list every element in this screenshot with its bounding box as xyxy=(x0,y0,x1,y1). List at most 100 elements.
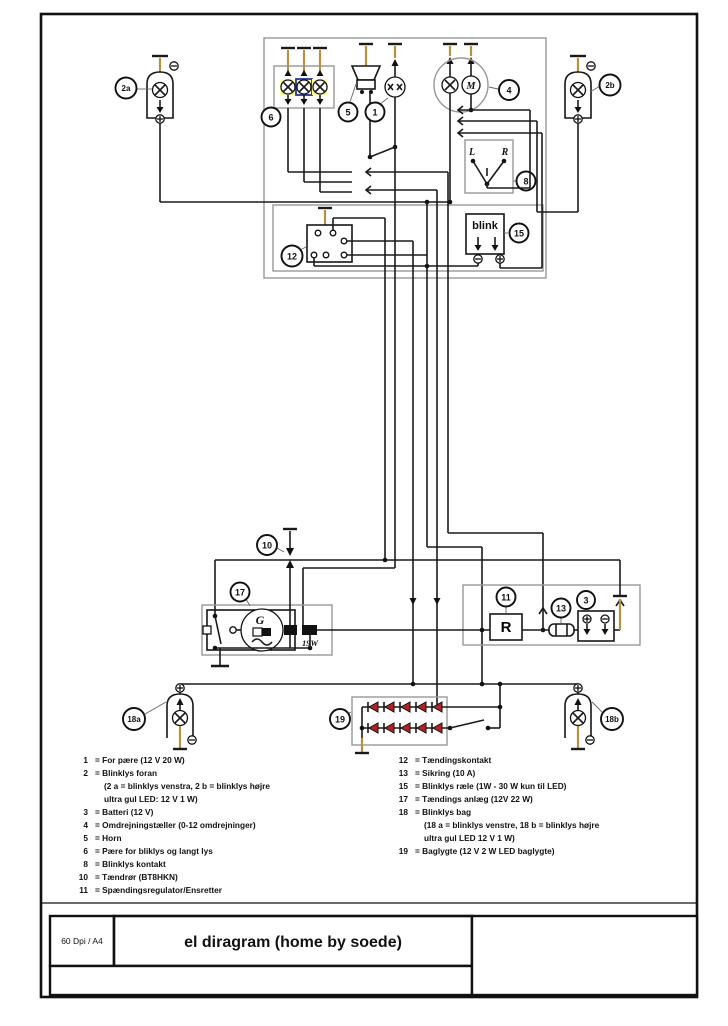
connector-wires xyxy=(456,105,543,269)
rear-left-indicator-18a: 18a xyxy=(122,683,197,751)
legend-text: = Tændings anlæg (12V 22 W) xyxy=(415,794,533,804)
switch-left-label: L xyxy=(468,147,475,158)
led-icons-row1 xyxy=(367,701,443,713)
legend-text: = For pære (12 V 20 W) xyxy=(95,755,185,765)
legend-text: ultra gul LED 12 V 1 W) xyxy=(424,833,515,843)
label-19: 19 xyxy=(335,715,345,725)
right-cell xyxy=(470,914,699,997)
legend-text: = Blinklys foran xyxy=(95,768,157,778)
lamp-block-wires xyxy=(287,108,448,195)
legend-text: = Baglygte (12 V 2 W LED baglygte) xyxy=(415,846,555,856)
dpi-label: 60 Dpi / A4 xyxy=(61,936,103,946)
legend-text: = Blinklys ræle (1W - 30 W kun til LED) xyxy=(415,781,567,791)
plus-terminal-icon xyxy=(495,254,505,264)
label-11: 11 xyxy=(501,593,511,603)
legend-num: 15 xyxy=(399,781,409,791)
legend-num: 8 xyxy=(83,859,88,869)
label-17: 17 xyxy=(235,588,245,598)
spark-plug-10: 10 xyxy=(256,527,297,625)
regulator-11 xyxy=(489,613,523,641)
legend-text: = Horn xyxy=(95,833,122,843)
legend-text: (2 a = blinklys venstra, 2 b = blinklys … xyxy=(104,781,270,791)
tachometer-4: M 4 xyxy=(433,42,520,202)
label-3: 3 xyxy=(583,596,588,606)
label-8: 8 xyxy=(523,177,528,187)
legend-num: 2 xyxy=(83,768,88,778)
label-18b: 18b xyxy=(605,715,619,724)
legend-text: = Tændrør (BT8HKN) xyxy=(95,872,178,882)
blink-relay-15: blink 15 xyxy=(465,213,530,268)
generator-label: G xyxy=(256,613,265,627)
legend-num: 6 xyxy=(83,846,88,856)
label-1: 1 xyxy=(372,108,377,118)
minus-terminal-icon xyxy=(169,61,179,71)
legend-num: 13 xyxy=(399,768,409,778)
legend-num: 4 xyxy=(83,820,88,830)
legend-num: 3 xyxy=(83,807,88,817)
blink-label: blink xyxy=(472,220,499,232)
label-2a: 2a xyxy=(122,84,131,93)
label-6: 6 xyxy=(268,113,273,123)
generator-unit-17: G 19W 17 xyxy=(201,581,333,668)
legend-text: = Tændingskontakt xyxy=(415,755,492,765)
front-left-indicator-2a: 2a xyxy=(114,54,179,124)
legend-text: = Pære for bliklys og langt lys xyxy=(95,846,213,856)
page-border xyxy=(39,12,699,999)
empty-cell xyxy=(48,964,474,997)
legend-text: = Batteri (12 V) xyxy=(95,807,154,817)
plus-terminal-icon xyxy=(582,614,592,624)
rear-right-indicator-18b: 18b xyxy=(564,683,624,751)
led-icons-row2 xyxy=(367,722,443,734)
led-taillight-19: 19 xyxy=(329,684,503,755)
label-18a: 18a xyxy=(127,715,141,724)
label-4: 4 xyxy=(506,86,511,96)
title-block: 60 Dpi / A4 el diragram (home by soede) xyxy=(41,902,699,997)
plus-terminal-icon xyxy=(175,683,185,693)
minus-terminal-icon xyxy=(600,614,610,624)
switch-right-label: R xyxy=(501,147,509,158)
headlamp-unit-box xyxy=(263,37,547,279)
legend-text: ultra gul LED: 12 V 1 W) xyxy=(104,794,198,804)
legend-num: 11 xyxy=(79,885,88,895)
label-2b: 2b xyxy=(605,81,614,90)
minus-terminal-icon xyxy=(473,254,483,264)
diagram-title: el diragram (home by soede) xyxy=(184,934,402,951)
minus-terminal-icon xyxy=(586,61,596,71)
legend-num: 1 xyxy=(83,755,88,765)
legend-num: 12 xyxy=(399,755,409,765)
horn-5: 5 xyxy=(337,42,382,160)
label-12: 12 xyxy=(287,252,297,262)
legend-text: (18 a = blinklys venstre, 18 b = blinkly… xyxy=(424,820,600,830)
legend-num: 5 xyxy=(83,833,88,843)
label-5: 5 xyxy=(345,108,350,118)
minus-terminal-icon xyxy=(187,735,197,745)
label-13: 13 xyxy=(556,604,566,614)
plus-terminal-icon xyxy=(573,114,583,124)
legend-text: = Sikring (10 A) xyxy=(415,768,476,778)
power-section: R 11 13 3 xyxy=(317,560,641,646)
regulator-label: R xyxy=(501,619,512,636)
legend-num: 18 xyxy=(399,807,409,817)
legend-num: 10 xyxy=(79,872,89,882)
legend-text: = Blinklys kontakt xyxy=(95,859,166,869)
minus-terminal-icon xyxy=(585,735,595,745)
headlight-bulb-1: 1 xyxy=(364,42,406,158)
legend-text: = Spændingsregulator/Ensretter xyxy=(95,885,223,895)
legend-num: 19 xyxy=(399,846,409,856)
headlamp-bulbs-6: 6 xyxy=(260,46,335,128)
front-right-indicator-2b: 2b xyxy=(564,54,622,124)
plus-terminal-icon xyxy=(573,683,583,693)
legend: 1 = For pære (12 V 20 W) 2 = Blinklys fo… xyxy=(79,755,600,895)
ignition-switch-box xyxy=(272,204,544,272)
svg-text:M: M xyxy=(466,81,477,92)
battery-3 xyxy=(577,610,615,642)
legend-text: = Omdrejningstæller (0-12 omdrejninger) xyxy=(95,820,256,830)
label-10: 10 xyxy=(262,541,272,551)
lamp-icons xyxy=(280,79,328,95)
wiring-harness xyxy=(214,147,620,707)
legend-text: = Blinklys bag xyxy=(415,807,471,817)
plus-terminal-icon xyxy=(155,114,165,124)
legend-num: 17 xyxy=(399,794,409,804)
